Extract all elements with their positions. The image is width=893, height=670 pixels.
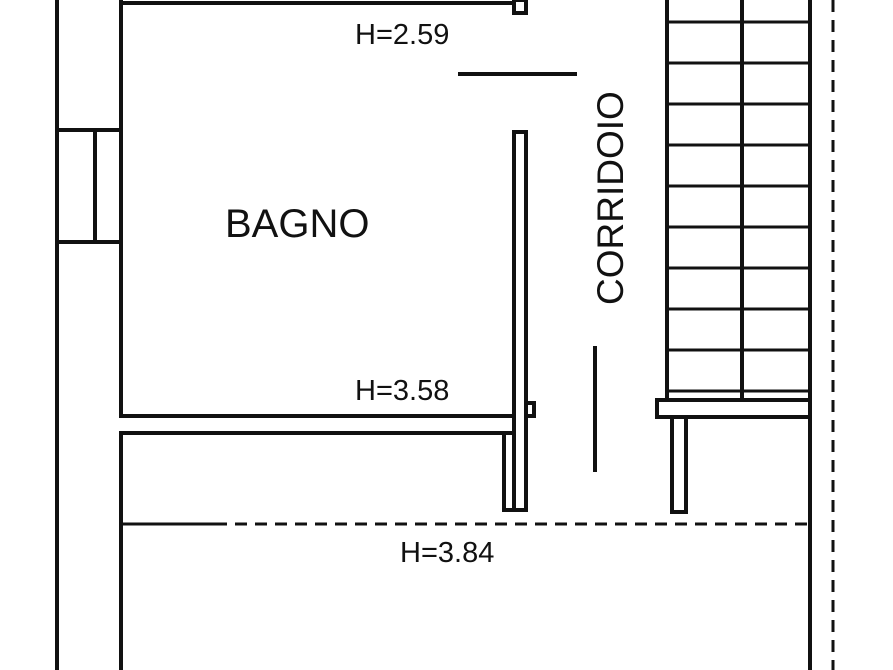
wall-stub: [524, 401, 536, 418]
lower-partition: [502, 431, 516, 512]
height-label-bottom: H=3.84: [400, 537, 494, 569]
room-label-bagno: BAGNO: [225, 202, 369, 246]
wall-lines: [55, 0, 812, 670]
room-label-corridoio: CORRIDOIO: [590, 91, 631, 305]
stair-treads: [667, 20, 810, 393]
height-label-top: H=2.59: [355, 19, 449, 51]
door-jamb-top: [512, 0, 528, 15]
height-label-middle: H=3.58: [355, 375, 449, 407]
bagno-right-wall: [512, 130, 528, 512]
stair-post: [670, 415, 688, 514]
dashed-lines: [215, 0, 835, 670]
stair-landing: [655, 398, 812, 419]
